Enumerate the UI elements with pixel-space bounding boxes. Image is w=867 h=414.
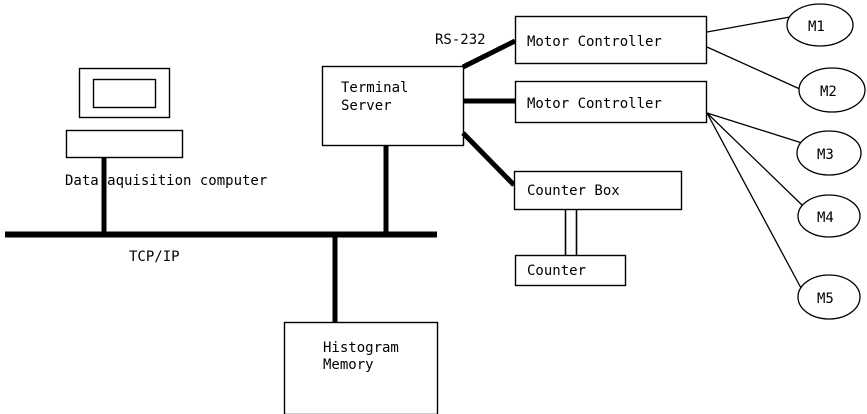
motor-controller-1-box <box>514 15 708 65</box>
motor-m3-ellipse <box>796 130 862 176</box>
motor-m2-ellipse <box>798 67 866 113</box>
motor-controller-1-label: Motor Controller <box>527 34 662 50</box>
motor-controller-2-box <box>514 80 708 124</box>
motor-m5-ellipse <box>797 274 861 320</box>
motor-m4-ellipse <box>797 194 861 238</box>
motor-m3-label: M3 <box>817 147 834 163</box>
histogram-memory-box <box>283 321 439 414</box>
link-motor-controller-2-to-m5 <box>706 112 802 289</box>
histogram-memory-label-line2: Memory <box>323 357 374 373</box>
motor-m1-ellipse <box>786 3 854 47</box>
motor-m4-label: M4 <box>817 210 834 226</box>
tcpip-label: TCP/IP <box>129 249 180 265</box>
terminal-server-label-line2: Server <box>341 98 392 114</box>
terminal-server-label-line1: Terminal <box>341 80 408 96</box>
link-motor-controller-2-to-m4 <box>706 112 804 207</box>
link-motor-controller-1-to-m1 <box>706 16 791 33</box>
rs232-label: RS-232 <box>435 32 486 48</box>
motor-controller-2-label: Motor Controller <box>527 96 662 112</box>
computer-base-unit <box>65 129 184 159</box>
link-motor-controller-1-to-m2 <box>706 46 803 91</box>
motor-m5-label: M5 <box>817 291 834 307</box>
counter-box-counter <box>514 254 627 287</box>
terminal-server-box <box>321 65 465 147</box>
computer-caption: Data aquisition computer <box>65 173 267 189</box>
histogram-memory-label-line1: Histogram <box>323 340 399 356</box>
motor-m2-label: M2 <box>820 84 837 100</box>
counter-box-label: Counter Box <box>527 183 620 199</box>
motor-m1-label: M1 <box>808 19 825 35</box>
link-motor-controller-2-to-m3 <box>706 112 803 144</box>
link-terminal-server-to-counter-box <box>461 131 516 187</box>
counter-label: Counter <box>527 263 586 279</box>
counter-box-box <box>513 170 683 211</box>
link-terminal-server-to-motor-controller-1 <box>461 38 517 70</box>
computer-monitor-screen <box>92 78 157 109</box>
